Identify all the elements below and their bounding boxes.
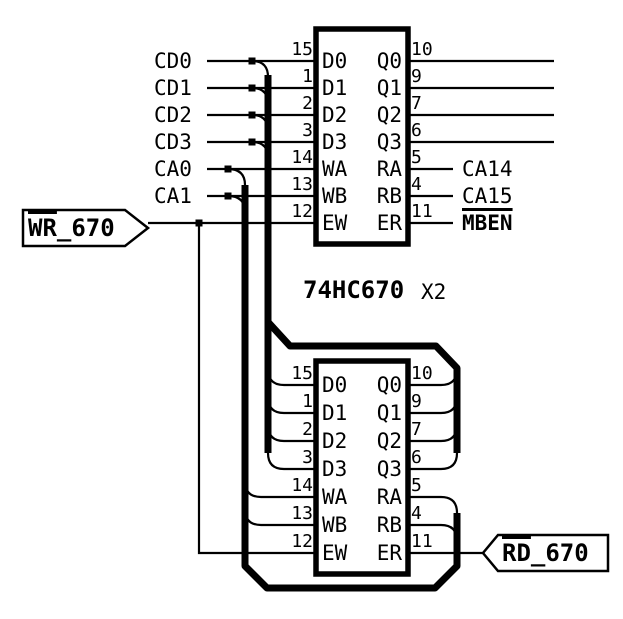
bot-pin-name-d1: D1 bbox=[322, 401, 348, 425]
top-pin-name-q3: Q3 bbox=[376, 130, 402, 154]
top-pin-number-3: 3 bbox=[302, 120, 313, 141]
bot-pin-number-9: 9 bbox=[411, 391, 422, 412]
bot-pin-name-wb: WB bbox=[322, 513, 348, 537]
top-pin-number-11: 11 bbox=[411, 201, 433, 222]
bot-pin-name-q0: Q0 bbox=[376, 373, 402, 397]
bot-pin-number-7: 7 bbox=[411, 419, 422, 440]
top-pin-name-wa: WA bbox=[322, 157, 348, 181]
top-pin-number-10: 10 bbox=[411, 39, 433, 60]
junction-cd1 bbox=[248, 84, 256, 92]
net-label-ca15: CA15 bbox=[462, 184, 513, 208]
net-label-ca0: CA0 bbox=[154, 157, 192, 181]
bot-pin-number-3: 3 bbox=[302, 447, 313, 468]
bot-pin-number-14: 14 bbox=[291, 475, 313, 496]
bot-pin-number-2: 2 bbox=[302, 419, 313, 440]
top-pin-name-ew: EW bbox=[322, 211, 348, 235]
net-label-mben: MBEN bbox=[462, 212, 513, 234]
cd-bus-wrap bbox=[265, 319, 461, 453]
bot-pin-name-q3: Q3 bbox=[376, 457, 402, 481]
wr670-overline-part: WR bbox=[28, 214, 57, 242]
top-pin-number-13: 13 bbox=[291, 174, 313, 195]
junction-wr bbox=[195, 219, 203, 227]
bot-pin-name-d3: D3 bbox=[322, 457, 348, 481]
rd670-rest-part: _670 bbox=[530, 539, 589, 567]
bot-pin-name-q2: Q2 bbox=[376, 429, 402, 453]
top-pin-name-ra: RA bbox=[376, 157, 402, 181]
tap-bot-q3 bbox=[408, 452, 459, 471]
bot-pin-name-ew: EW bbox=[322, 541, 348, 565]
top-pin-number-4: 4 bbox=[411, 174, 422, 195]
top-pin-name-rb: RB bbox=[376, 184, 402, 208]
ca-bus-wrap bbox=[241, 185, 461, 592]
bot-pin-number-1: 1 bbox=[302, 391, 313, 412]
bottom-chip-body bbox=[313, 358, 411, 577]
top-pin-name-d3: D3 bbox=[322, 130, 348, 154]
bot-pin-number-10: 10 bbox=[411, 363, 433, 384]
wr670-rest-part: _670 bbox=[56, 214, 115, 242]
wr670-flag-label: WR_670 bbox=[28, 216, 115, 240]
bot-pin-number-5: 5 bbox=[411, 475, 422, 496]
bot-pin-number-6: 6 bbox=[411, 447, 422, 468]
chip-multiplier-label: X2 bbox=[421, 280, 447, 304]
bot-pin-number-11: 11 bbox=[411, 531, 433, 552]
junction-ca1 bbox=[224, 192, 232, 200]
rd670-overline-part: RD bbox=[502, 539, 531, 567]
junction-cd0 bbox=[248, 57, 256, 65]
rd670-flag-label: RD_670 bbox=[502, 541, 589, 565]
rd670-flag-shape bbox=[481, 533, 610, 573]
top-pin-number-14: 14 bbox=[291, 147, 313, 168]
net-label-cd1: CD1 bbox=[154, 76, 192, 100]
net-label-cd0: CD0 bbox=[154, 49, 192, 73]
bot-pin-name-wa: WA bbox=[322, 485, 348, 509]
top-pin-number-15: 15 bbox=[291, 39, 313, 60]
junction-dots bbox=[195, 57, 256, 227]
net-label-ca1: CA1 bbox=[154, 184, 192, 208]
top-pin-number-12: 12 bbox=[291, 201, 313, 222]
top-pin-name-q1: Q1 bbox=[376, 76, 402, 100]
junction-cd3 bbox=[248, 138, 256, 146]
bot-pin-name-er: ER bbox=[376, 541, 402, 565]
top-pin-name-wb: WB bbox=[322, 184, 348, 208]
bot-pin-number-13: 13 bbox=[291, 503, 313, 524]
top-pin-number-6: 6 bbox=[411, 120, 422, 141]
top-pin-number-1: 1 bbox=[302, 66, 313, 87]
bot-pin-name-d0: D0 bbox=[322, 373, 348, 397]
tap-bot-d3 bbox=[266, 452, 316, 471]
bot-pin-name-ra: RA bbox=[376, 485, 402, 509]
bot-pin-number-4: 4 bbox=[411, 503, 422, 524]
bot-pin-name-d2: D2 bbox=[322, 429, 348, 453]
chip-type-label: 74HC670 bbox=[303, 276, 405, 304]
junction-cd2 bbox=[248, 111, 256, 119]
bot-pin-number-12: 12 bbox=[291, 531, 313, 552]
top-pin-number-9: 9 bbox=[411, 66, 422, 87]
junction-ca0 bbox=[224, 165, 232, 173]
net-label-cd2: CD2 bbox=[154, 103, 192, 127]
net-label-cd3: CD3 bbox=[154, 130, 192, 154]
net-label-ca14: CA14 bbox=[462, 157, 513, 181]
top-pin-name-er: ER bbox=[376, 211, 402, 235]
mben-overline-text: MBEN bbox=[462, 211, 513, 235]
top-pin-number-5: 5 bbox=[411, 147, 422, 168]
top-pin-name-d0: D0 bbox=[322, 49, 348, 73]
top-pin-name-d1: D1 bbox=[322, 76, 348, 100]
top-pin-name-d2: D2 bbox=[322, 103, 348, 127]
tap-bot-ra bbox=[408, 495, 459, 514]
bot-pin-number-15: 15 bbox=[291, 363, 313, 384]
top-pin-number-7: 7 bbox=[411, 93, 422, 114]
bot-pin-name-q1: Q1 bbox=[376, 401, 402, 425]
wr670-flag-shape bbox=[21, 208, 151, 248]
buses bbox=[241, 75, 461, 592]
top-pin-number-2: 2 bbox=[302, 93, 313, 114]
top-pin-name-q0: Q0 bbox=[376, 49, 402, 73]
top-pin-name-q2: Q2 bbox=[376, 103, 402, 127]
top-chip-body bbox=[313, 26, 411, 247]
wire-wr670-drop bbox=[197, 223, 316, 555]
bot-pin-name-rb: RB bbox=[376, 513, 402, 537]
